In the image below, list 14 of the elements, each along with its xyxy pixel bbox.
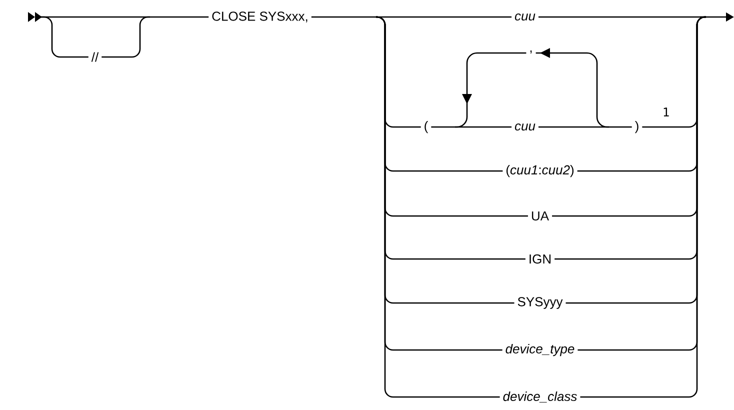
separator-label: , bbox=[526, 47, 536, 57]
keyword-label: // bbox=[88, 49, 102, 65]
parameter-label: cuu bbox=[512, 120, 538, 134]
keyword-label: UA bbox=[528, 208, 552, 224]
parameter-label: device_class bbox=[500, 388, 580, 406]
parameter-label: cuu bbox=[512, 10, 538, 24]
keyword-label: SYSyyy bbox=[514, 294, 566, 312]
keyword-label: CLOSE SYSxxx, bbox=[208, 8, 312, 26]
footnote-number: 1 bbox=[664, 108, 669, 116]
parameter-label: device_type bbox=[502, 340, 578, 360]
delimiter-label: ( bbox=[420, 118, 432, 136]
parameter-label: (cuu1:cuu2) bbox=[502, 162, 578, 180]
delimiter-label: ) bbox=[632, 118, 642, 136]
keyword-label: IGN bbox=[525, 251, 555, 267]
